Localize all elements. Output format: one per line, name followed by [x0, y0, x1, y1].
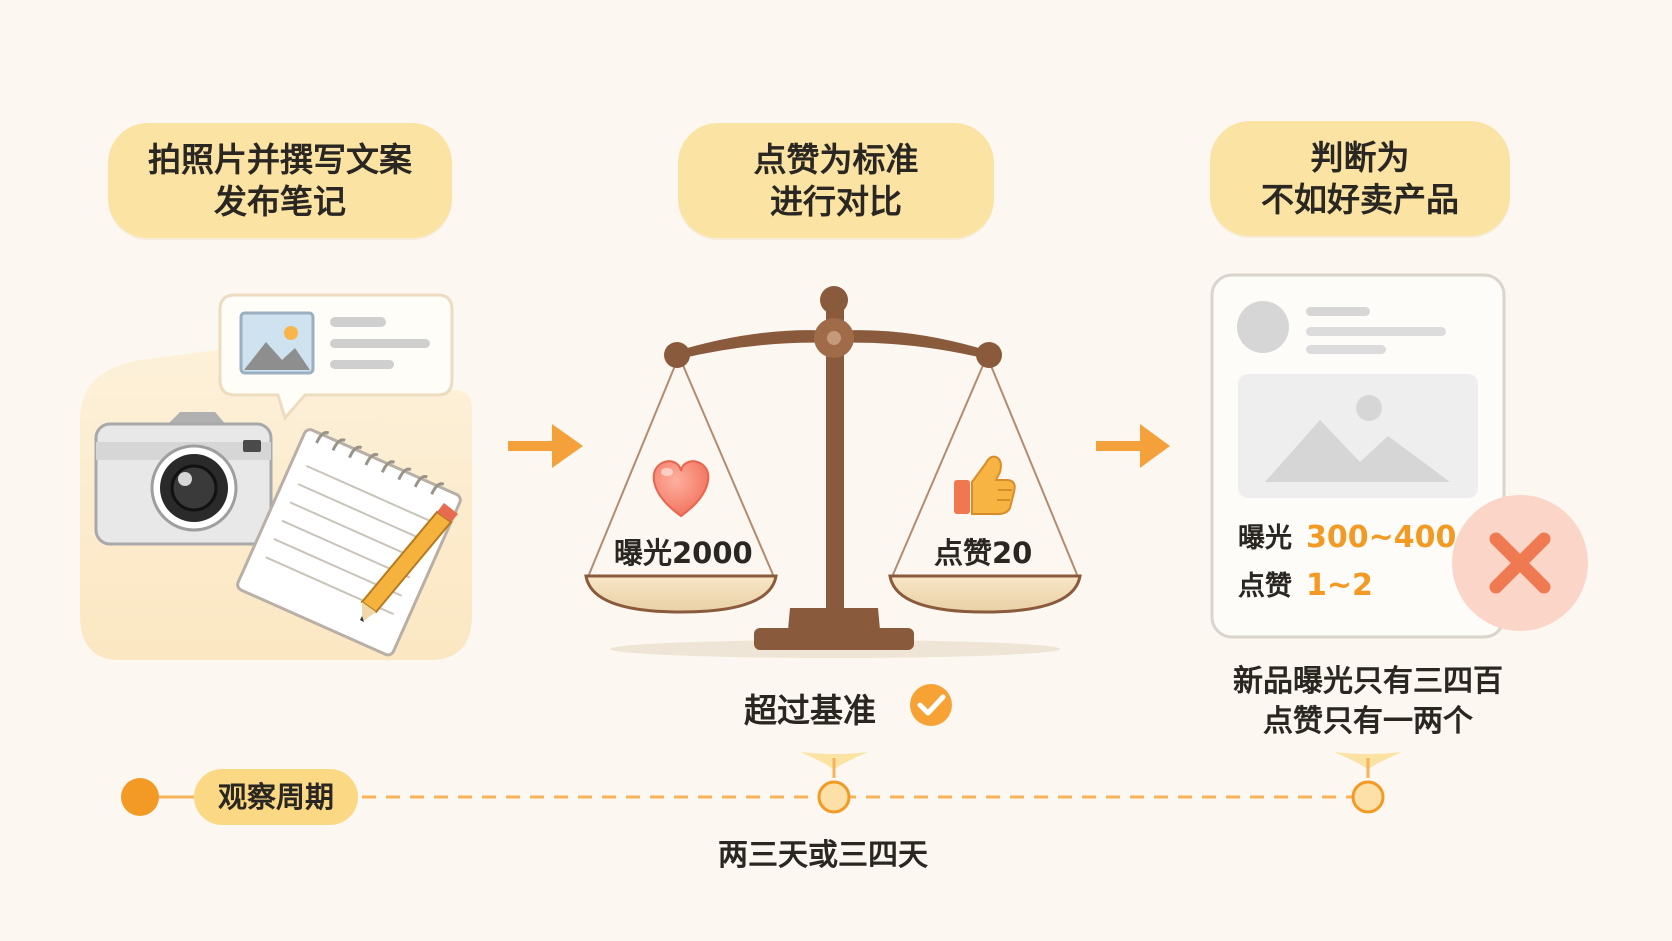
exposure-stat: 曝光 300~400 — [1238, 516, 1456, 555]
timeline-label: 观察周期 — [194, 769, 359, 825]
pencil-icon — [360, 503, 458, 622]
scale-right-label: 点赞20 — [934, 536, 1033, 570]
step1-title-line1: 拍照片并撰写文案 — [148, 139, 412, 179]
step3-title: 判断为 不如好卖产品 — [1210, 121, 1510, 236]
likes-stat: 点赞 1~2 — [1238, 564, 1373, 603]
post-card-icon — [1210, 273, 1506, 639]
likes-label: 点赞 — [1238, 571, 1292, 602]
heart-icon — [652, 460, 710, 518]
arrow-right-icon — [508, 424, 583, 468]
thumbs-up-icon — [954, 455, 1016, 515]
new-product-note: 新品曝光只有三四百 点赞只有一两个 — [1200, 662, 1536, 742]
timeline-track — [121, 752, 1402, 816]
image-post-bubble-icon — [218, 293, 454, 422]
step3-title-line2: 不如好卖产品 — [1261, 179, 1459, 219]
camera-icon — [94, 412, 273, 546]
arrow-right-icon — [1096, 424, 1170, 468]
observation-period: 两三天或三四天 — [718, 838, 928, 873]
note-line2: 点赞只有一两个 — [1263, 704, 1473, 739]
exposure-value: 300~400 — [1306, 520, 1457, 555]
step1-title: 拍照片并撰写文案 发布笔记 — [108, 123, 452, 238]
benchmark-text: 超过基准 — [744, 691, 876, 730]
step1-title-line2: 发布笔记 — [214, 181, 346, 221]
check-circle-icon — [910, 684, 952, 726]
exposure-label: 曝光 — [1238, 523, 1292, 554]
step2-title-line2: 进行对比 — [770, 181, 902, 221]
reject-x-icon — [1452, 495, 1588, 631]
notebook-icon — [236, 428, 462, 657]
scale-left-label: 曝光2000 — [614, 536, 753, 570]
step2-title-line1: 点赞为标准 — [753, 139, 919, 179]
note-line1: 新品曝光只有三四百 — [1233, 664, 1503, 699]
step2-title: 点赞为标准 进行对比 — [678, 123, 994, 238]
balance-scale-icon — [584, 286, 1082, 658]
step3-title-line1: 判断为 — [1310, 137, 1410, 177]
step1-illustration — [80, 293, 472, 660]
likes-value: 1~2 — [1306, 568, 1373, 603]
